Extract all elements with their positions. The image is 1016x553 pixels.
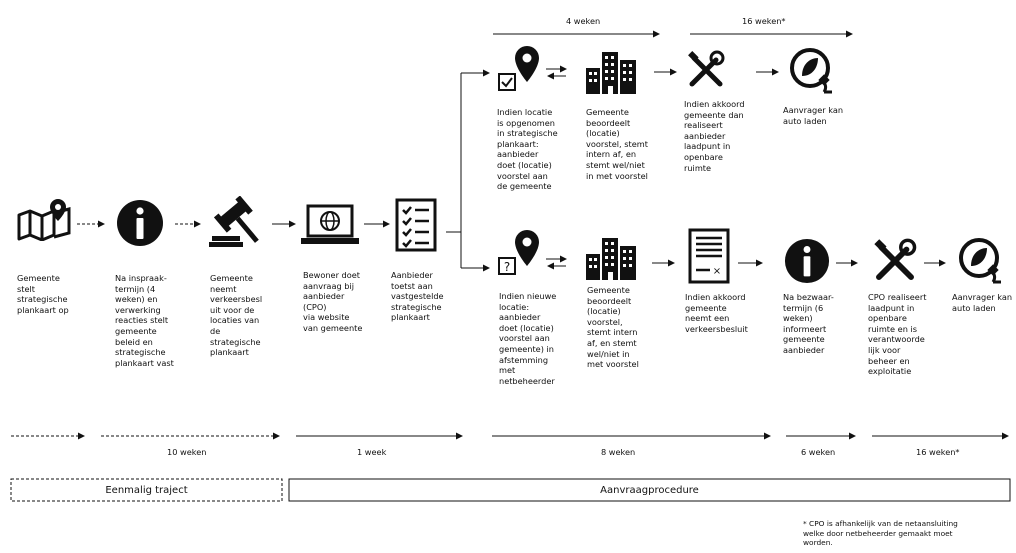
upper-label-2: Gemeente beoordeelt (locatie) voorstel, … [586,107,648,181]
lower-label-6: Aanvrager kan auto laden [952,292,1013,313]
phase-label-one-time: Eenmalig traject [105,484,188,496]
bottom-duration-10w: 10 weken [167,447,207,457]
lower-label-4: Na bezwaar- termijn (6 weken) informeert… [783,292,834,355]
document-icon: × [688,228,730,284]
svg-text:×: × [713,266,721,277]
phase-label-request: Aanvraagprocedure [600,484,699,496]
step-label-4: Bewoner doet aanvraag bij aanbieder (CPO… [303,270,363,333]
bottom-duration-16w: 16 weken* [916,447,960,457]
phase-box-request [288,478,1011,502]
laptop-globe-icon [301,204,359,244]
step-label-2: Na inspraak- termijn (4 weken) en verwer… [115,273,174,368]
step-label-5: Aanbieder toetst aan vastgestelde strate… [391,270,444,323]
lower-label-1: Indien nieuwe locatie: aanbieder doet (l… [499,291,557,386]
bottom-duration-1w: 1 week [357,447,387,457]
upper-label-3: Indien akkoord gemeente dan realiseert a… [684,99,745,173]
gavel-icon [209,196,259,247]
step-label-1: Gemeente stelt strategische plankaart op [17,273,69,315]
checklist-icon [395,198,437,252]
bottom-duration-6w: 6 weken [801,447,836,457]
ev-plug-icon [959,238,1001,284]
phase-box-one-time [10,478,283,502]
footnote: * CPO is afhankelijk van de netaansluiti… [803,519,958,547]
location-check-icon [498,46,539,91]
buildings-icon [586,238,636,280]
tools-icon [874,238,917,280]
upper-label-1: Indien locatie is opgenomen in strategis… [497,107,558,192]
bottom-duration-8w: 8 weken [601,447,636,457]
svg-text:?: ? [504,260,510,274]
lower-label-5: CPO realiseert laadpunt in openbare ruim… [868,292,927,377]
upper-label-4: Aanvrager kan auto laden [783,105,844,126]
top-duration-16w: 16 weken* [742,16,786,26]
info-icon [117,200,163,246]
buildings-icon [586,52,636,94]
step-label-3: Gemeente neemt verkeersbesl uit voor de … [210,273,263,358]
top-duration-4w: 4 weken [566,16,601,26]
info-icon [784,238,830,284]
tools-icon [688,50,725,87]
ev-plug-icon [790,48,832,94]
lower-label-2: Gemeente beoordeelt (locatie) voorstel, … [587,285,639,370]
map-pin-icon [17,199,71,241]
location-question-icon: ? [498,230,539,275]
lower-label-3: Indien akkoord gemeente neemt een verkee… [685,292,748,334]
